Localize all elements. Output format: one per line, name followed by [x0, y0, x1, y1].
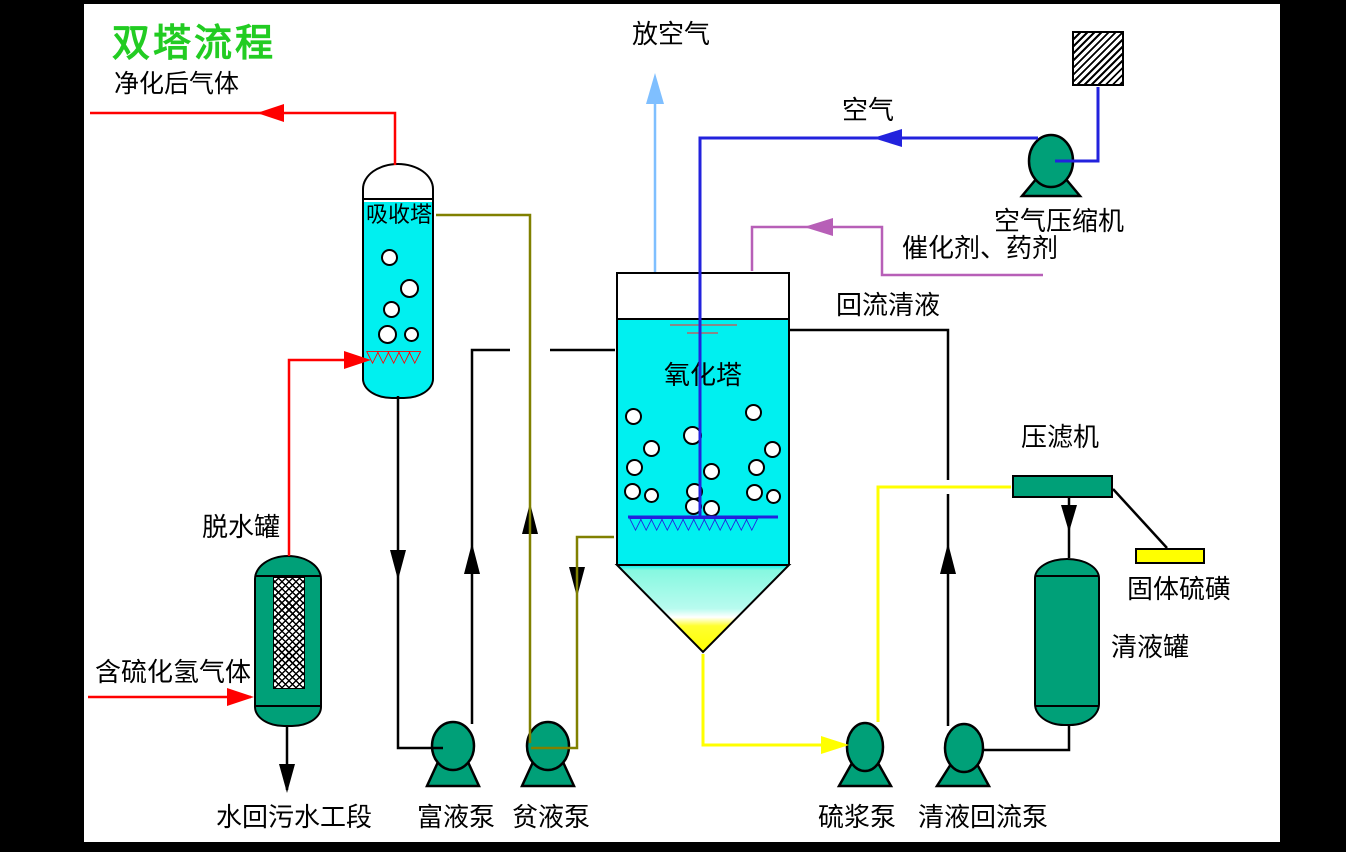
yellow-arrows	[821, 736, 849, 754]
bubble	[404, 327, 419, 342]
liquid-level-mark	[687, 332, 718, 334]
red-arrows	[227, 104, 371, 706]
solid-sulfur-box	[1135, 548, 1205, 564]
purified-gas-pipe	[90, 111, 397, 165]
label-h2s-gas: 含硫化氢气体	[95, 658, 252, 688]
label-clear-liquid-reflux-pump: 清液回流泵	[918, 803, 1049, 833]
tank-bottom-line	[256, 705, 320, 707]
label-air-compressor: 空气压缩机	[994, 207, 1125, 237]
catalyst-agent-pipe	[750, 225, 1043, 277]
label-air: 空气	[842, 96, 895, 126]
arrow-up	[940, 543, 956, 574]
label-vent-air: 放空气	[632, 20, 711, 50]
liquid-level-mark	[670, 324, 737, 326]
blue-pipes	[628, 87, 1100, 519]
arrow-right	[227, 688, 254, 706]
oxidizer-to-lean-pump-pipe	[531, 535, 614, 750]
rich-liquid-pump	[430, 720, 476, 772]
label-sulfur-slurry-pump: 硫浆泵	[818, 803, 897, 833]
label-lean-liquid-pump: 贫液泵	[512, 803, 591, 833]
oxidizer-liquid-line	[618, 318, 788, 320]
arrow-right	[821, 736, 849, 754]
sulfur-slurry-pump	[845, 721, 885, 773]
label-dehydration-tank: 脱水罐	[202, 513, 281, 543]
bubble	[626, 459, 643, 476]
absorber-to-rich-pump-pipe	[396, 396, 443, 750]
arrow-down	[279, 764, 295, 793]
label-clear-liquid-tank: 清液罐	[1111, 633, 1190, 663]
lean-pump-to-absorber-pipe	[436, 213, 532, 743]
oxidizer-distributor: ▽▽▽▽▽▽▽▽▽▽▽▽	[629, 514, 758, 534]
filter-press	[1012, 475, 1113, 498]
air-intake-filter	[1072, 31, 1124, 86]
bubble	[766, 489, 781, 504]
pumps	[425, 133, 1083, 788]
slurry-pump-to-press-pipe	[876, 485, 1011, 722]
dehydration-tank	[254, 555, 322, 727]
label-solid-sulfur: 固体硫磺	[1127, 575, 1232, 605]
red-pipes	[88, 111, 397, 699]
bubble	[644, 488, 659, 503]
rich-pump-to-oxidizer-pipe	[470, 348, 510, 724]
clear-liquid-reflux-pump	[943, 722, 985, 774]
clear-liquid-tank	[1034, 558, 1100, 726]
bubble	[745, 404, 762, 421]
compressor-to-oxidizer-pipe	[698, 136, 1038, 516]
bubble	[643, 440, 660, 457]
label-catalyst-agent: 催化剂、药剂	[902, 234, 1059, 264]
yellow-pipes	[701, 485, 1011, 747]
vent-arrow	[646, 73, 664, 104]
absorber-distributor: ▽▽▽▽▽	[366, 347, 421, 367]
diagram-title: 双塔流程	[112, 21, 277, 65]
bubble	[746, 484, 763, 501]
oxidizer-cone	[614, 564, 792, 654]
catalyst-pipe	[750, 225, 1043, 277]
tank-top-line	[1036, 575, 1098, 577]
blue-arrows	[873, 129, 902, 147]
label-rich-liquid-pump: 富液泵	[417, 803, 496, 833]
absorber-tower	[362, 163, 434, 399]
tank-bottom-line	[1036, 705, 1098, 707]
tank-to-reflux-pump-pipe	[984, 726, 1071, 752]
absorber-head-line	[364, 198, 432, 200]
label-absorber: 吸收塔	[366, 203, 433, 228]
label-oxidation-tower: 氧化塔	[664, 361, 743, 391]
arrow-down	[1061, 505, 1077, 532]
filter-to-compressor-pipe	[1055, 87, 1100, 163]
label-reflux-clear-liquid: 回流清液	[836, 291, 941, 321]
bubble	[383, 301, 400, 318]
bubble	[378, 325, 397, 344]
label-water-to-wastewater: 水回污水工段	[216, 803, 373, 833]
arrow-up	[646, 73, 664, 104]
tank-top-line	[256, 575, 320, 577]
label-filter-press: 压滤机	[1021, 423, 1100, 453]
bubble	[624, 483, 641, 500]
tank-to-absorber-pipe	[287, 358, 364, 556]
olive-pipes	[436, 213, 614, 750]
cone-to-slurry-pump-pipe	[701, 654, 845, 747]
catalyst-arrow	[804, 218, 833, 236]
arrow-left	[804, 218, 833, 236]
arrow-left	[257, 104, 284, 122]
bubble	[625, 408, 642, 425]
label-purified-gas: 净化后气体	[114, 69, 240, 98]
arrow-left	[873, 129, 902, 147]
packing-column	[273, 577, 305, 689]
bubble	[703, 463, 720, 480]
arrow-right	[344, 351, 371, 369]
bubble	[381, 249, 398, 266]
bubble	[400, 279, 419, 298]
arrow-up	[464, 543, 480, 574]
lean-liquid-pump	[525, 720, 571, 772]
reflux-pipe	[790, 328, 950, 480]
bubble	[764, 441, 781, 458]
black-pipes	[285, 328, 1168, 790]
press-to-sulfur-pipe	[1112, 488, 1168, 549]
arrow-down	[390, 550, 406, 580]
bubble	[748, 459, 765, 476]
